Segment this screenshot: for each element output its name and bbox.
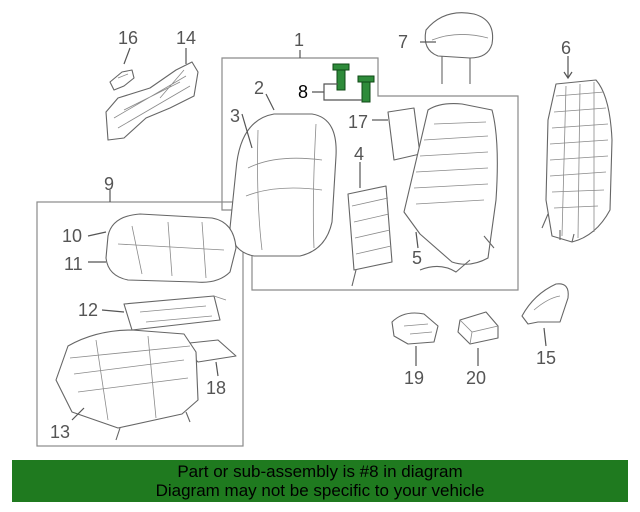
callout-16: 16 — [118, 28, 138, 48]
callout-5: 5 — [412, 248, 422, 268]
part-14-side-cover — [105, 61, 199, 141]
callout-10: 10 — [62, 226, 82, 246]
banner-line-1: Part or sub-assembly is #8 in diagram — [177, 462, 463, 481]
callout-4: 4 — [354, 144, 364, 164]
callout-2: 2 — [254, 78, 264, 98]
part-12-heater-mat — [123, 295, 227, 331]
info-banner: Part or sub-assembly is #8 in diagram Di… — [12, 460, 628, 502]
part-4-lumbar-support — [347, 185, 393, 287]
part-20-control-module — [457, 311, 499, 345]
parts-diagram: 1 7 6 16 14 2 3 8 17 4 5 9 10 11 12 18 1… — [36, 12, 613, 447]
part-15-trim-cover — [521, 283, 569, 325]
callout-8: 8 — [298, 82, 308, 102]
seat-cushion-assembly-frame — [36, 201, 244, 447]
part-7-headrest — [424, 12, 494, 84]
callout-15: 15 — [536, 348, 556, 368]
part-8-headrest-guide — [332, 63, 375, 103]
part-5-seat-back-frame — [403, 103, 498, 273]
callout-9: 9 — [104, 174, 114, 194]
part-2-back-cushion — [229, 113, 337, 257]
callout-19: 19 — [404, 368, 424, 388]
callout-1: 1 — [294, 30, 304, 50]
part-11-seat-cushion — [105, 213, 237, 283]
part-13-seat-track-frame — [55, 329, 199, 441]
callout-13: 13 — [50, 422, 70, 442]
callout-11: 11 — [64, 254, 83, 274]
callout-3: 3 — [230, 106, 240, 126]
banner-line-2: Diagram may not be specific to your vehi… — [155, 481, 485, 500]
part-6-back-panel — [541, 79, 613, 243]
part-19-actuator — [391, 312, 439, 345]
callout-14: 14 — [176, 28, 196, 48]
callout-18: 18 — [206, 378, 226, 398]
callout-17: 17 — [348, 112, 368, 132]
callout-20: 20 — [466, 368, 486, 388]
callout-6: 6 — [561, 38, 571, 58]
part-17-pad — [387, 107, 421, 161]
callout-7: 7 — [398, 32, 408, 52]
part-16-clip — [109, 69, 135, 91]
callout-12: 12 — [78, 300, 98, 320]
